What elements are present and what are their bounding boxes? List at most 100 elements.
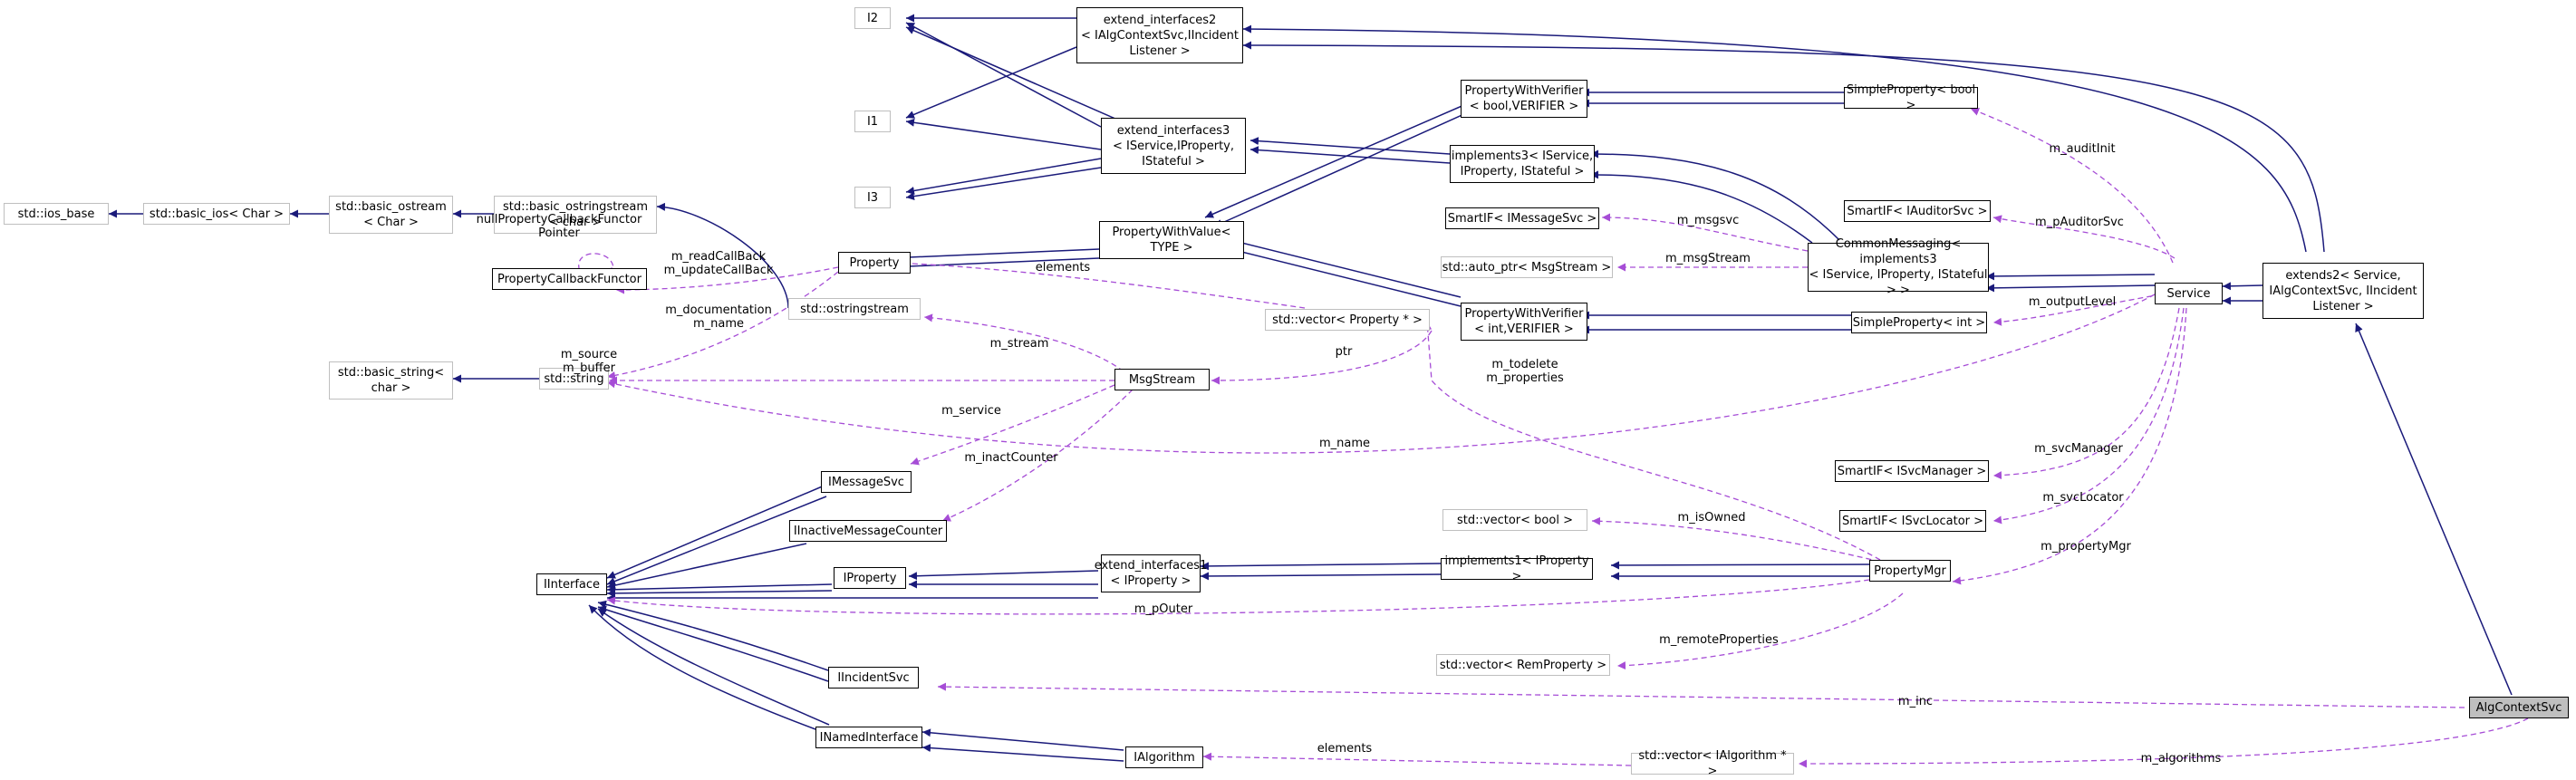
edge-extends2-to-service	[2222, 282, 2263, 291]
label-output-level: m_outputLevel	[2028, 295, 2117, 309]
node-simple-property-int[interactable]: SimpleProperty< int >	[1851, 312, 1987, 333]
edge-p-outer	[606, 579, 1870, 615]
edge-implements1-to-extend1-b	[1200, 572, 1442, 581]
label-is-owned: m_isOwned	[1677, 511, 1746, 525]
node-service[interactable]: Service	[2155, 283, 2223, 304]
node-extends2[interactable]: extends2< Service, IAlgContextSvc, IInci…	[2262, 263, 2424, 319]
node-i2[interactable]: I2	[854, 7, 891, 29]
node-property-with-value[interactable]: PropertyWithValue< TYPE >	[1099, 221, 1244, 259]
node-smartif-imessagesvc[interactable]: SmartIF< IMessageSvc >	[1445, 207, 1599, 229]
edge-implements3-to-extend3	[1249, 137, 1451, 155]
label-remote-properties: m_remoteProperties	[1659, 633, 1779, 647]
label-msg-stream: m_msgStream	[1665, 252, 1751, 265]
edge-propmgr-to-implements1	[1610, 561, 1870, 570]
node-inamed-interface[interactable]: INamedInterface	[815, 727, 922, 748]
edge-pwverif-bool-to-pwv-b	[1213, 112, 1467, 227]
edge-ostringstream-to-basic-ostringstream	[656, 202, 789, 309]
label-elements-property: elements	[1035, 261, 1091, 274]
node-msgstream[interactable]: MsgStream	[1114, 369, 1210, 390]
node-smartif-isvclocator[interactable]: SmartIF< ISvcLocator >	[1839, 510, 1986, 532]
node-std-basic-string[interactable]: std::basic_string< char >	[329, 361, 453, 400]
label-elements-algorithms: elements	[1317, 742, 1373, 756]
label-todelete-properties: m_todelete m_properties	[1486, 358, 1564, 385]
node-simple-property-bool[interactable]: SimpleProperty< bool >	[1844, 83, 1978, 112]
edge-service	[910, 384, 1115, 466]
edge-pwv-to-property	[887, 248, 1100, 263]
edge-service-to-common-b	[1985, 284, 2156, 293]
edge-common-to-implements3-b	[1589, 170, 1813, 244]
node-imessagesvc[interactable]: IMessageSvc	[821, 471, 912, 493]
node-std-ostringstream[interactable]: std::ostringstream	[788, 298, 921, 320]
edge-extend3-to-i3	[905, 158, 1102, 195]
edge-p-auditor-svc	[1992, 215, 2176, 259]
node-iproperty[interactable]: IProperty	[834, 567, 906, 589]
edge-extend1-to-iproperty	[908, 570, 1099, 581]
node-property-with-verifier-int[interactable]: PropertyWithVerifier < int,VERIFIER >	[1461, 303, 1587, 341]
usage-edges	[578, 108, 2529, 768]
edge-extend3-to-i1	[905, 118, 1102, 150]
node-ialgorithm[interactable]: IAlgorithm	[1125, 746, 1203, 768]
edge-pwverif-bool-to-pwv	[1204, 103, 1467, 218]
node-auto-ptr-msgstream[interactable]: std::auto_ptr< MsgStream >	[1441, 256, 1613, 278]
edge-m-name	[606, 294, 2156, 454]
label-source-buffer: m_source m_buffer	[560, 348, 618, 375]
label-inact-counter: m_inactCounter	[964, 451, 1058, 465]
node-std-basic-ios[interactable]: std::basic_ios< Char >	[143, 203, 290, 225]
node-iincidentsvc[interactable]: IIncidentSvc	[828, 667, 919, 689]
node-property-mgr[interactable]: PropertyMgr	[1869, 560, 1951, 582]
edge-algcontextsvc-to-extends2	[2355, 323, 2513, 696]
node-extend-interfaces3[interactable]: extend_interfaces3 < IService,IProperty,…	[1101, 118, 1246, 174]
label-service: m_service	[941, 404, 1001, 418]
node-common-messaging[interactable]: CommonMessaging< implements3 < IService,…	[1808, 237, 1989, 297]
edge-imessagesvc-to-iinterface-b	[606, 496, 827, 585]
node-property-callback-functor[interactable]: PropertyCallbackFunctor	[492, 268, 647, 290]
node-vector-property-ptr[interactable]: std::vector< Property * >	[1265, 309, 1430, 331]
node-vector-bool[interactable]: std::vector< bool >	[1442, 509, 1587, 531]
edge-remote-properties	[1616, 592, 1904, 670]
node-i1[interactable]: I1	[854, 111, 891, 132]
edge-implements1-to-extend1	[1200, 562, 1442, 571]
node-vector-remproperty[interactable]: std::vector< RemProperty >	[1436, 654, 1610, 676]
node-extend-interfaces1[interactable]: extend_interfaces1 < IProperty >	[1095, 554, 1207, 592]
node-std-basic-ostream[interactable]: std::basic_ostream < Char >	[329, 196, 453, 234]
label-property-mgr: m_propertyMgr	[2041, 540, 2131, 554]
edge-ialgorithm-to-inamed	[921, 728, 1124, 751]
label-p-outer: m_pOuter	[1134, 602, 1193, 616]
edge-ptr	[1211, 330, 1433, 385]
edge-iincidentsvc-to-iinterface	[597, 600, 829, 671]
edge-extends2-to-extend2	[1242, 24, 2307, 253]
node-std-string[interactable]: std::string	[539, 368, 609, 390]
edge-iproperty-to-iinterface	[606, 583, 833, 594]
label-algorithms: m_algorithms	[2140, 752, 2222, 766]
edge-audit-init	[1970, 108, 2174, 264]
edge-service-to-common	[1985, 272, 2156, 281]
node-alg-context-svc[interactable]: AlgContextSvc	[2469, 697, 2569, 718]
label-stream: m_stream	[989, 337, 1049, 351]
edge-implements3-to-extend3-b	[1249, 146, 1451, 164]
node-property-with-verifier-bool[interactable]: PropertyWithVerifier < bool,VERIFIER >	[1461, 80, 1587, 118]
node-smartif-iauditorsvc[interactable]: SmartIF< IAuditorSvc >	[1844, 200, 1991, 222]
edge-pwverif-int-to-pwv-b	[1204, 240, 1462, 307]
edge-inc	[937, 682, 2465, 708]
node-property[interactable]: Property	[838, 252, 911, 274]
edge-svc-locator	[1992, 307, 2185, 525]
node-extend-interfaces2[interactable]: extend_interfaces2 < IAlgContextSvc,IInc…	[1076, 7, 1243, 63]
node-iinterface[interactable]: IInterface	[536, 573, 607, 595]
label-m-name: m_name	[1318, 437, 1371, 450]
node-i3[interactable]: I3	[854, 187, 891, 208]
node-iinactive-message-counter[interactable]: IInactiveMessageCounter	[789, 520, 947, 542]
label-null-callback-pointer: nullPropertyCallbackFunctor Pointer	[476, 213, 642, 240]
label-ptr: ptr	[1335, 345, 1353, 359]
label-msgsvc: m_msgsvc	[1676, 214, 1740, 227]
edge-svc-manager	[1992, 307, 2180, 480]
node-std-ios-base[interactable]: std::ios_base	[4, 203, 109, 225]
node-std-basic-ostringstream[interactable]: std::basic_ostringstream < char >	[494, 196, 657, 234]
edge-iproperty-to-iinterface-b	[606, 589, 833, 598]
node-smartif-isvcmanager[interactable]: SmartIF< ISvcManager >	[1835, 460, 1989, 482]
edge-documentation-name	[606, 271, 839, 380]
node-implements1[interactable]: implements1< IProperty >	[1441, 554, 1593, 583]
edge-extend3-to-i3b	[905, 167, 1102, 201]
node-implements3[interactable]: implements3< IService, IProperty, IState…	[1450, 145, 1595, 183]
node-vector-ialgorithm-ptr[interactable]: std::vector< IAlgorithm * >	[1631, 749, 1794, 778]
